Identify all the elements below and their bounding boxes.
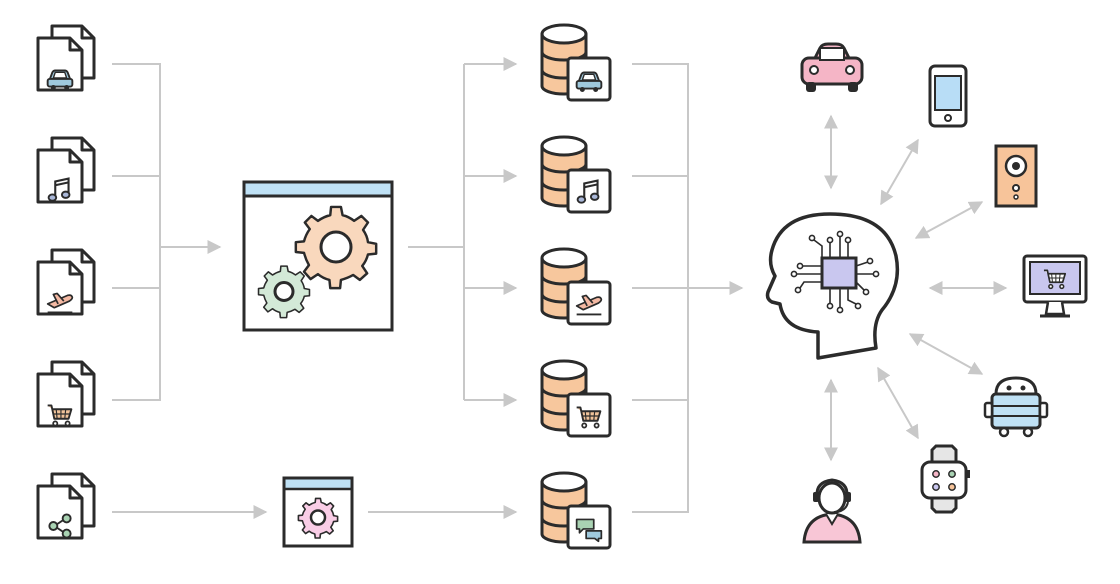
endpoint-monitor	[1022, 254, 1088, 318]
connector-lines	[112, 57, 1008, 519]
datastore-music	[540, 135, 612, 214]
processing-window-small	[282, 476, 354, 548]
connector-hub-watch	[877, 366, 919, 440]
connector-hub-phone	[880, 138, 919, 206]
shopping-cart-icon	[1043, 269, 1067, 290]
source-document-car	[36, 24, 96, 92]
pink-gear-icon	[297, 497, 339, 539]
endpoint-support-agent	[802, 478, 862, 544]
endpoint-robot	[983, 376, 1049, 438]
processing-window-large	[242, 180, 394, 332]
car-icon	[46, 69, 74, 91]
chip	[820, 256, 858, 290]
datastore-travel	[540, 247, 612, 326]
source-document-travel	[36, 248, 96, 316]
source-document-music	[36, 136, 96, 204]
connector-hub-speaker	[914, 201, 984, 239]
connector-source-1	[112, 63, 161, 401]
car-icon	[575, 71, 603, 93]
source-document-shopping	[36, 360, 96, 428]
source-document-social	[36, 472, 96, 540]
datastore-chat	[540, 471, 612, 550]
gears-icon	[257, 205, 378, 319]
endpoint-car	[800, 42, 864, 92]
datastore-car	[540, 23, 612, 102]
datastore-shopping	[540, 359, 612, 438]
large-gear	[294, 205, 378, 290]
connector-hub-robot	[908, 333, 984, 375]
ai-brain-head-icon	[765, 212, 900, 360]
endpoint-smartphone	[928, 64, 968, 128]
small-gear	[257, 265, 311, 319]
endpoint-speaker	[994, 144, 1038, 208]
endpoint-smartwatch	[920, 444, 970, 514]
